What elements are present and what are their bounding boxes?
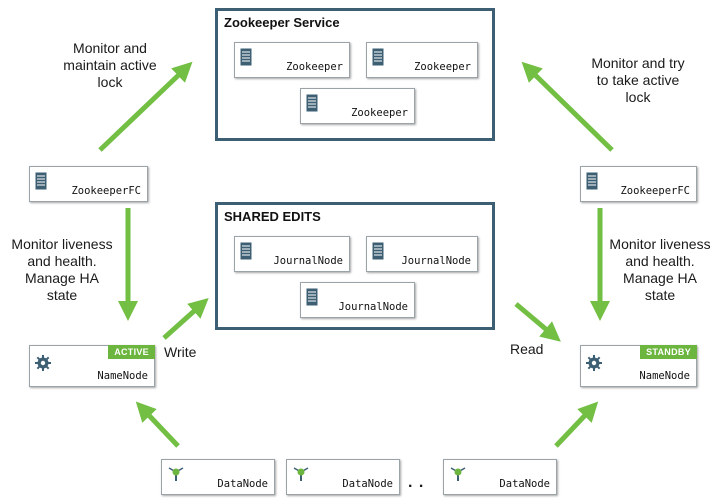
server-icon	[35, 172, 47, 195]
zookeeperfc-label: ZookeeperFC	[71, 185, 141, 197]
datanode[interactable]: DataNode	[443, 459, 557, 495]
journal-node-label: JournalNode	[401, 255, 471, 267]
zookeeper-service-title: Zookeeper Service	[224, 15, 340, 30]
journal-node[interactable]: JournalNode	[234, 236, 350, 272]
zookeeperfc-left[interactable]: ZookeeperFC	[29, 166, 148, 202]
ellipsis: . .	[408, 474, 425, 491]
annotation-left-lock: Monitor and maintain active lock	[63, 40, 157, 90]
zookeeperfc-right[interactable]: ZookeeperFC	[580, 166, 697, 202]
zookeeperfc-label: ZookeeperFC	[620, 185, 690, 197]
namenode-standby[interactable]: STANDBY NameNode	[580, 345, 697, 387]
arrow-write	[162, 297, 209, 340]
datanode[interactable]: DataNode	[286, 459, 400, 495]
journal-node[interactable]: JournalNode	[300, 282, 415, 318]
zookeeper-label: Zookeeper	[286, 61, 343, 73]
zookeeper-label: Zookeeper	[414, 61, 471, 73]
gear-icon	[35, 355, 51, 376]
shared-edits-title: SHARED EDITS	[224, 209, 321, 224]
network-node-icon	[449, 464, 467, 487]
datanode-label: DataNode	[499, 478, 550, 490]
zookeeper-node[interactable]: Zookeeper	[234, 42, 350, 78]
journal-node-label: JournalNode	[273, 255, 343, 267]
journal-node[interactable]: JournalNode	[366, 236, 478, 272]
server-icon	[372, 242, 384, 265]
network-node-icon	[292, 464, 310, 487]
namenode-label: NameNode	[639, 370, 690, 382]
active-badge: ACTIVE	[108, 345, 155, 359]
gear-icon	[586, 355, 602, 376]
datanode[interactable]: DataNode	[161, 459, 275, 495]
annotation-left-health: Monitor liveness and health. Manage HA s…	[11, 236, 113, 303]
server-icon	[372, 48, 384, 71]
arrow-datanode-to-standby	[554, 401, 599, 448]
arrow-zkfc-right-to-zookeeper	[521, 61, 614, 152]
annotation-right-lock: Monitor and try to take active lock	[591, 55, 685, 105]
server-icon	[306, 94, 318, 117]
server-icon	[586, 172, 598, 195]
arrow-datanode-to-active	[135, 401, 180, 448]
datanode-label: DataNode	[342, 478, 393, 490]
journal-node-label: JournalNode	[338, 301, 408, 313]
annotation-write: Write	[164, 344, 197, 360]
datanode-label: DataNode	[217, 478, 268, 490]
zookeeper-label: Zookeeper	[351, 107, 408, 119]
standby-badge: STANDBY	[640, 345, 697, 359]
zookeeper-node[interactable]: Zookeeper	[300, 88, 415, 124]
server-icon	[240, 48, 252, 71]
arrow-zkfc-left-to-zookeeper	[98, 61, 193, 152]
arrow-read	[514, 302, 561, 342]
namenode-active[interactable]: ACTIVE NameNode	[29, 345, 155, 387]
annotation-right-health: Monitor liveness and health. Manage HA s…	[609, 236, 711, 303]
annotation-read: Read	[510, 341, 544, 357]
server-icon	[306, 288, 318, 311]
network-node-icon	[167, 464, 185, 487]
server-icon	[240, 242, 252, 265]
namenode-label: NameNode	[97, 370, 148, 382]
zookeeper-node[interactable]: Zookeeper	[366, 42, 478, 78]
